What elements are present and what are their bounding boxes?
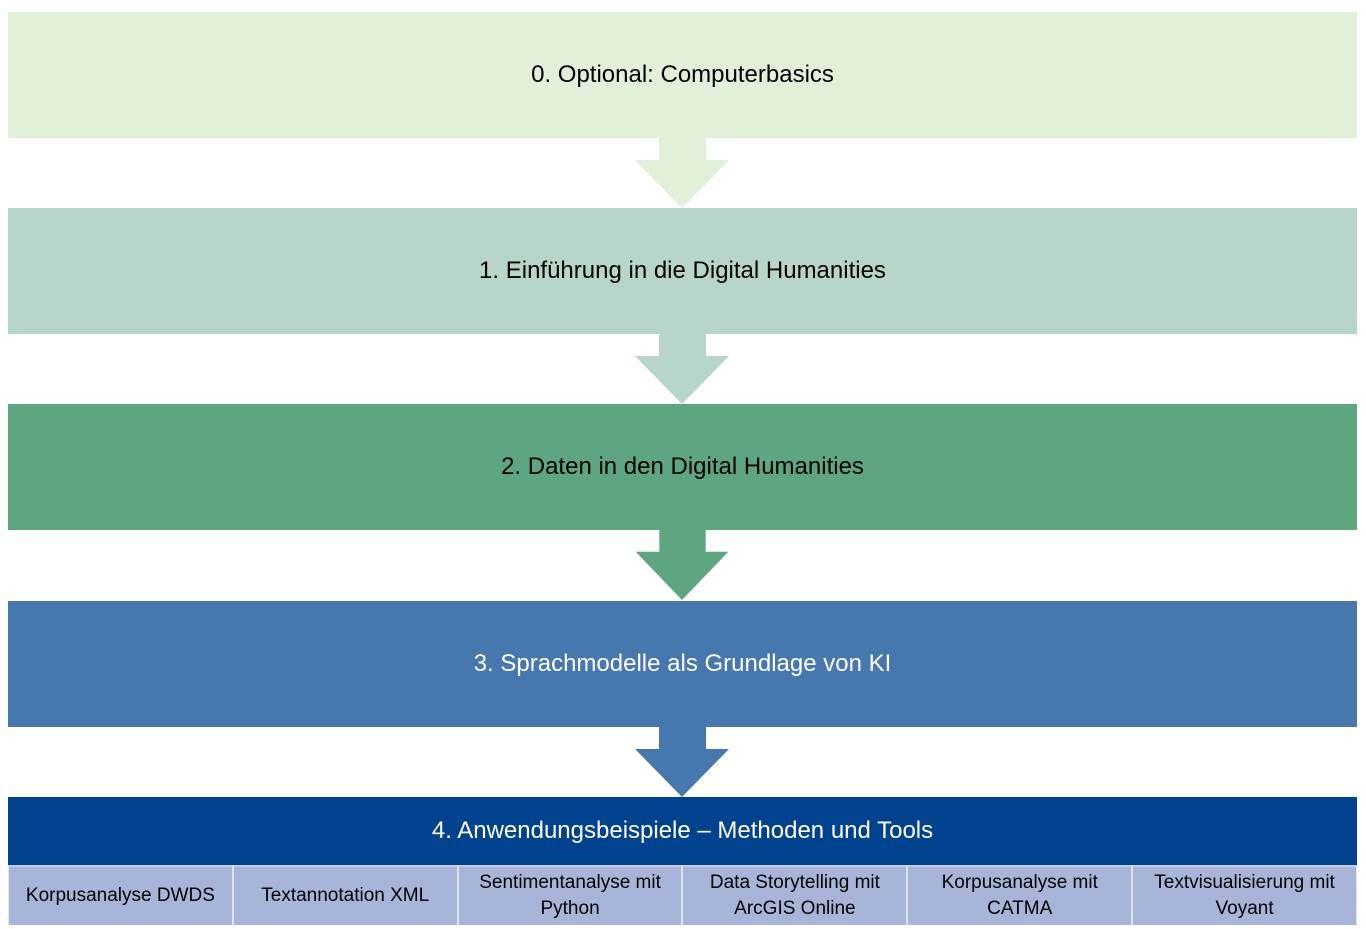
step-4-label: 4. Anwendungsbeispiele – Methoden und To…: [431, 817, 934, 844]
tool-cell: Textannotation XML: [233, 865, 457, 925]
tool-cell: Korpusanalyse DWDS: [9, 865, 232, 925]
tools-row: Korpusanalyse DWDS Textannotation XML Se…: [8, 865, 1357, 925]
arrow-down-icon: [635, 727, 729, 797]
step-0-box: 0. Optional: Computerbasics: [8, 12, 1357, 138]
step-3-label: 3. Sprachmodelle als Grundlage von KI: [473, 650, 892, 677]
tool-cell: Textvisualisierung mit Voyant: [1133, 865, 1356, 925]
step-1-label: 1. Einführung in die Digital Humanities: [479, 257, 886, 284]
step-3-box: 3. Sprachmodelle als Grundlage von KI: [8, 601, 1357, 727]
step-0-label: 0. Optional: Computerbasics: [531, 61, 834, 88]
tool-cell: Sentimentanalyse mit Python: [458, 865, 682, 925]
arrow-down-icon: [635, 334, 729, 404]
step-2-label: 2. Daten in den Digital Humanities: [501, 453, 864, 480]
arrow-down-icon: [635, 530, 729, 600]
step-4-box: 4. Anwendungsbeispiele – Methoden und To…: [8, 797, 1357, 865]
tool-cell: Data Storytelling mit ArcGIS Online: [683, 865, 907, 925]
step-2-box: 2. Daten in den Digital Humanities: [8, 404, 1357, 530]
arrow-down-icon: [635, 138, 729, 208]
step-1-box: 1. Einführung in die Digital Humanities: [8, 208, 1357, 334]
tool-cell: Korpusanalyse mit CATMA: [908, 865, 1132, 925]
